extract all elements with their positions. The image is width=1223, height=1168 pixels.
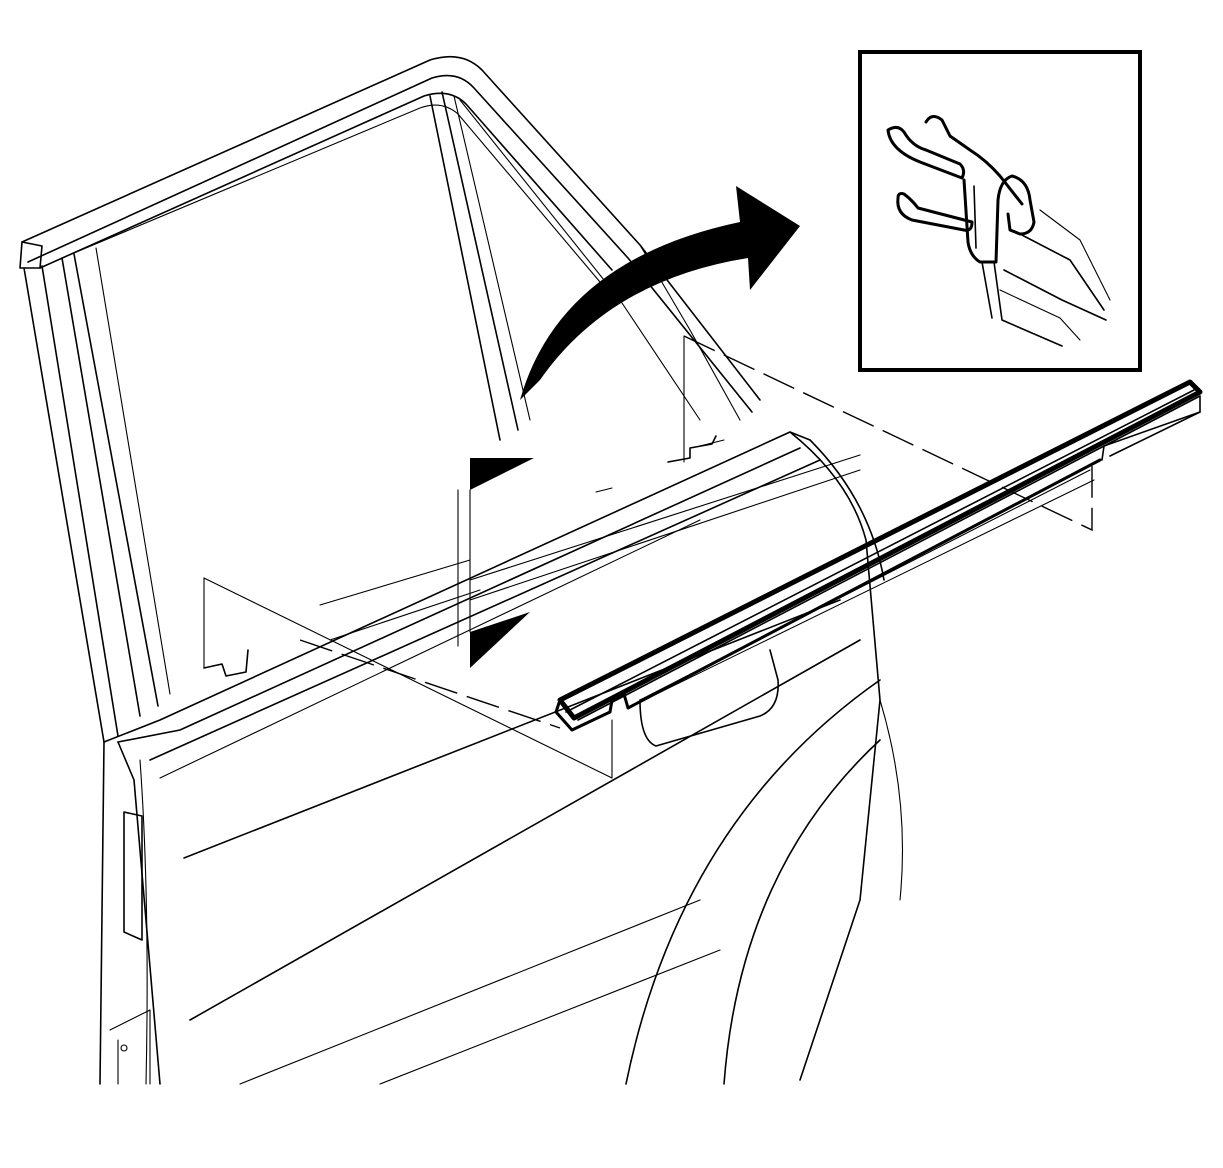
removal-direction-arrow — [520, 186, 800, 400]
door-panel — [99, 431, 904, 1085]
callout-leaders — [203, 335, 1093, 779]
detail-inset — [858, 50, 1142, 372]
inset-frame — [858, 50, 1142, 372]
door-window-frame — [19, 55, 761, 743]
lower-pointer-triangle — [470, 612, 530, 668]
upper-pointer-triangle — [470, 458, 534, 490]
belt-weatherstrip — [554, 379, 1203, 732]
removal-bracket — [457, 458, 534, 668]
curved-arrow-icon — [520, 186, 800, 400]
